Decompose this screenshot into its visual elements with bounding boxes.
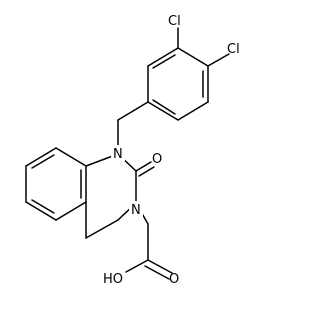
bond-carbonyl-2 — [138, 166, 155, 177]
n1-label-bg — [111, 145, 125, 161]
atom-n1: N — [113, 147, 123, 162]
fused-benzene-ring — [25, 147, 87, 221]
bond-c-cl-right — [207, 53, 230, 67]
atom-acid-oh: HO — [103, 272, 123, 287]
atom-n3: N — [131, 203, 141, 218]
atom-cl-top: Cl — [168, 14, 181, 29]
bond-carbonyl-1 — [135, 161, 152, 172]
atom-carbonyl-o: O — [152, 152, 162, 167]
atom-acid-o: O — [169, 272, 179, 287]
bond-c-o-double-2 — [144, 265, 170, 280]
atom-cl-right: Cl — [227, 42, 240, 57]
bond-ring-ch2 — [117, 101, 149, 121]
n3-label-bg — [129, 201, 143, 217]
dichlorophenyl-ring — [147, 47, 209, 121]
bond-c-oh — [125, 259, 149, 273]
chemical-structure-diagram: Cl Cl N N O HO O — [25, 14, 240, 287]
bond-c-o-double-1 — [147, 259, 173, 274]
quinazolinone-ring — [85, 153, 137, 239]
